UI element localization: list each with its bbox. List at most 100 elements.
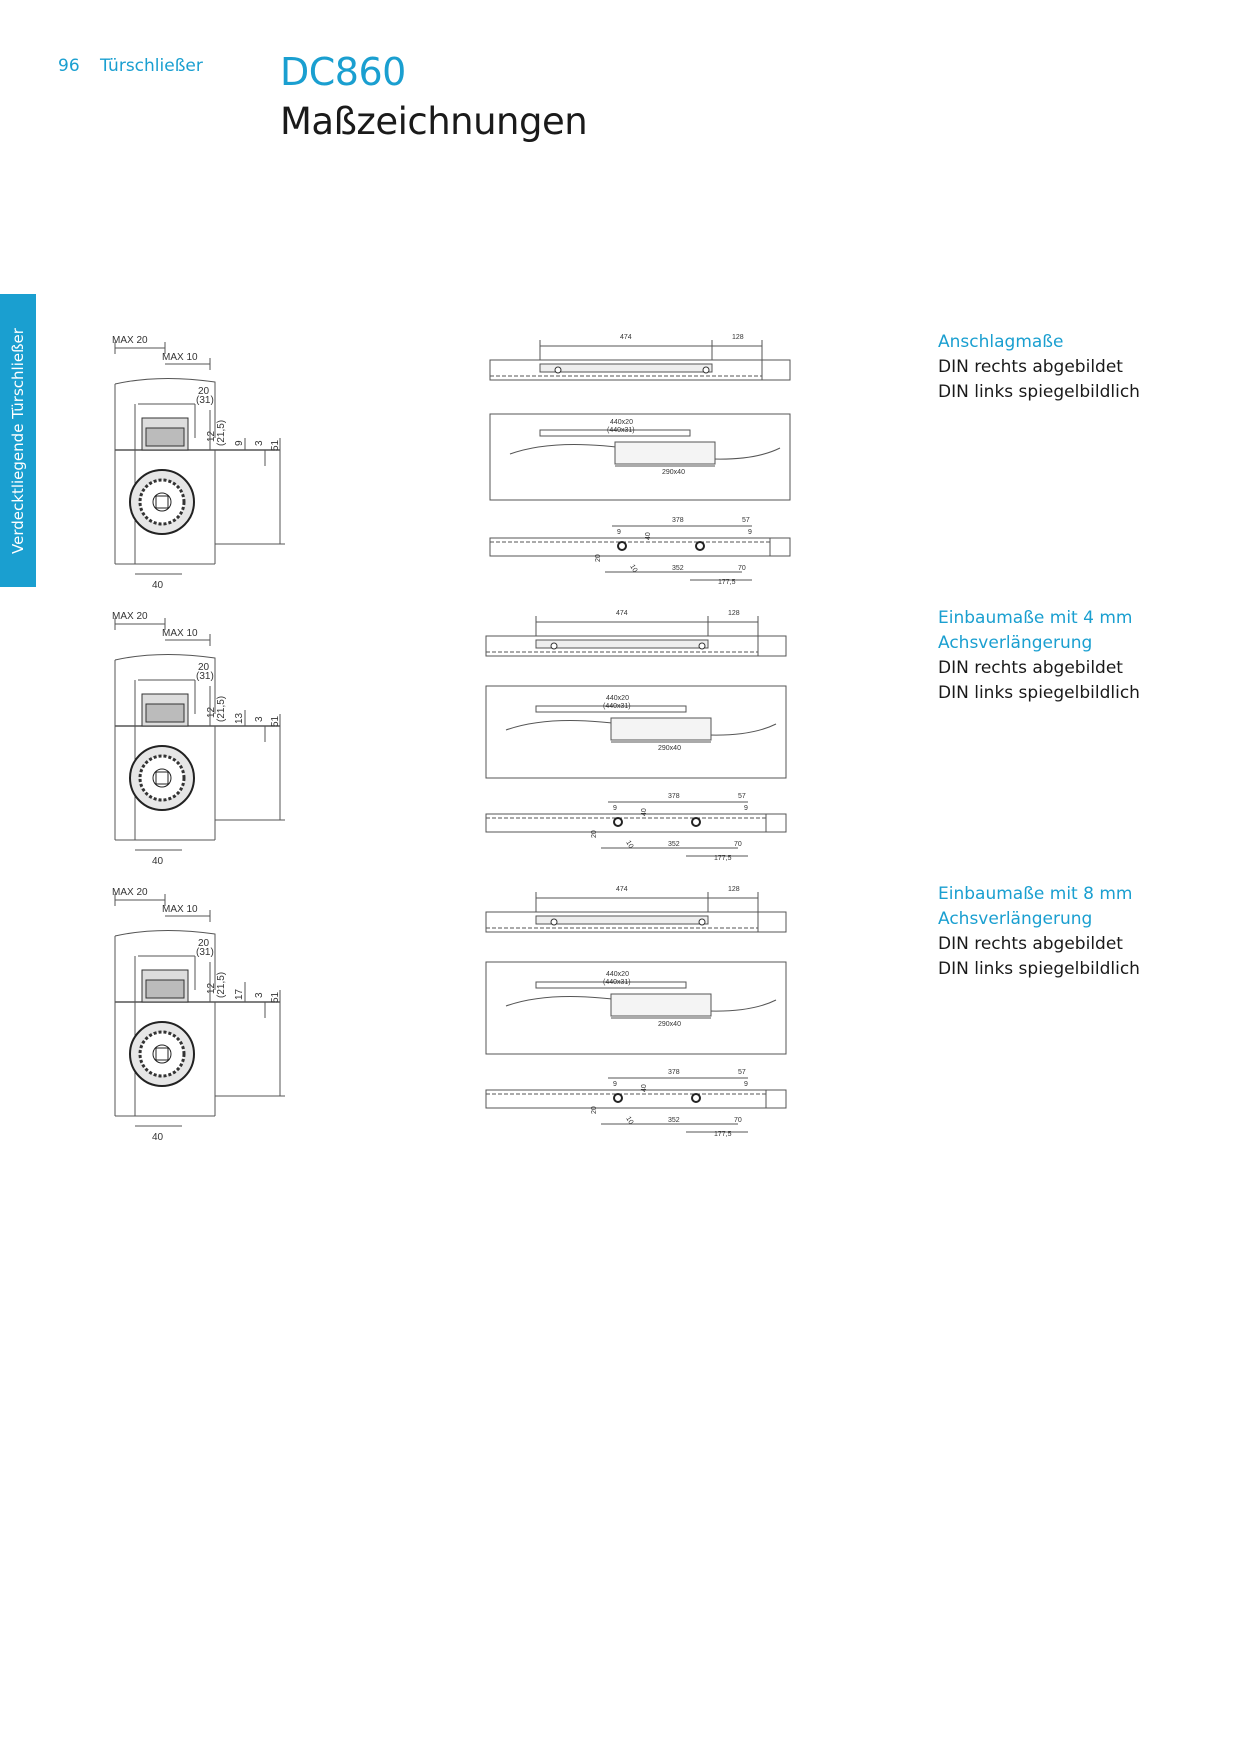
- dim-h12: 12: [206, 430, 217, 442]
- dim-width: 40: [152, 856, 164, 867]
- dim-9b: 9: [744, 805, 748, 812]
- dim-h12: 12: [206, 982, 217, 994]
- note-heading: Einbaumaße mit 8 mm: [938, 884, 1133, 904]
- dim-w20: 20: [198, 938, 210, 949]
- note-heading: Achsverlängerung: [938, 909, 1093, 929]
- dim-depth: 17: [234, 988, 245, 1000]
- dim-177: 177,5: [714, 855, 732, 862]
- section-drawing-3: MAX 20 MAX 10 20 (31) 12 (21,5) 17 3 51 …: [112, 887, 285, 1143]
- dim-10: 10: [628, 564, 638, 574]
- dim-70: 70: [734, 1117, 742, 1124]
- dim-w31: (31): [196, 947, 214, 958]
- page-number: 96: [58, 56, 80, 76]
- page-title: Maßzeichnungen: [280, 100, 588, 143]
- dim-depth: 13: [234, 712, 245, 724]
- dim-378: 378: [668, 793, 680, 800]
- dim-w31: (31): [196, 671, 214, 682]
- dim-channel-alt: (440x31): [603, 979, 631, 986]
- dim-max-outer: MAX 20: [112, 887, 148, 898]
- dim-h21: (21,5): [216, 696, 227, 722]
- side-tab-label: Verdecktliegende Türschließer: [9, 327, 27, 554]
- dim-40: 40: [645, 532, 652, 540]
- dim-57: 57: [742, 517, 750, 524]
- dim-top-right: 128: [732, 334, 744, 341]
- dim-gap: 3: [254, 716, 265, 722]
- dim-top-right: 128: [728, 610, 740, 617]
- dim-total: 51: [270, 439, 281, 451]
- note-line: DIN rechts abgebildet: [938, 934, 1123, 954]
- section-name: Türschließer: [100, 56, 203, 76]
- dim-9: 9: [617, 529, 621, 536]
- dim-352: 352: [668, 841, 680, 848]
- dim-body: 290x40: [658, 745, 681, 752]
- dim-20: 20: [595, 554, 602, 562]
- dim-378: 378: [672, 517, 684, 524]
- section-drawing-1: MAX 20 MAX 10 20 (31) 12 (21,5) 9 3 51 4…: [112, 335, 285, 591]
- dim-57: 57: [738, 793, 746, 800]
- section-drawing-2: MAX 20 MAX 10 20 (31) 12 (21,5) 13 3 51 …: [112, 611, 285, 867]
- dim-352: 352: [672, 565, 684, 572]
- dim-9b: 9: [744, 1081, 748, 1088]
- dim-57: 57: [738, 1069, 746, 1076]
- plan-drawing-1: 474 128 440x20 (440x31) 290x40 378 57 9 …: [489, 334, 791, 586]
- dim-20: 20: [591, 830, 598, 838]
- product-title: DC860: [280, 50, 406, 94]
- dim-gap: 3: [254, 440, 265, 446]
- dim-width: 40: [152, 1132, 164, 1143]
- note-line: DIN rechts abgebildet: [938, 357, 1123, 377]
- dim-70: 70: [738, 565, 746, 572]
- note-1: Anschlagmaße DIN rechts abgebildet DIN l…: [938, 330, 1228, 405]
- dim-w20: 20: [198, 386, 210, 397]
- dim-10: 10: [624, 840, 634, 850]
- dim-max-inner: MAX 10: [162, 352, 198, 363]
- dim-channel: 440x20: [610, 419, 633, 426]
- dim-9: 9: [613, 1081, 617, 1088]
- dim-body: 290x40: [658, 1021, 681, 1028]
- dim-total: 51: [270, 991, 281, 1003]
- note-3: Einbaumaße mit 8 mm Achsverlängerung DIN…: [938, 882, 1228, 982]
- dim-channel: 440x20: [606, 971, 629, 978]
- dim-w31: (31): [196, 395, 214, 406]
- dim-70: 70: [734, 841, 742, 848]
- dim-h21: (21,5): [216, 420, 227, 446]
- plan-drawing-2: 474 128 440x20 (440x31) 290x40 378 57 9 …: [485, 610, 787, 862]
- dim-total: 51: [270, 715, 281, 727]
- dim-width: 40: [152, 580, 164, 591]
- note-heading: Achsverlängerung: [938, 633, 1093, 653]
- dim-w20: 20: [198, 662, 210, 673]
- note-heading: Anschlagmaße: [938, 332, 1064, 352]
- dim-channel: 440x20: [606, 695, 629, 702]
- dim-channel-alt: (440x31): [603, 703, 631, 710]
- dim-177: 177,5: [714, 1131, 732, 1138]
- dim-378: 378: [668, 1069, 680, 1076]
- dim-top-len: 474: [620, 334, 632, 341]
- dim-h12: 12: [206, 706, 217, 718]
- note-heading: Einbaumaße mit 4 mm: [938, 608, 1133, 628]
- dim-9: 9: [613, 805, 617, 812]
- dim-top-right: 128: [728, 886, 740, 893]
- plan-drawing-3: 474 128 440x20 (440x31) 290x40 378 57 9 …: [485, 886, 787, 1138]
- dim-max-outer: MAX 20: [112, 611, 148, 622]
- dim-gap: 3: [254, 992, 265, 998]
- dim-h21: (21,5): [216, 972, 227, 998]
- dim-40: 40: [641, 808, 648, 816]
- dim-40: 40: [641, 1084, 648, 1092]
- note-line: DIN links spiegelbildlich: [938, 683, 1140, 703]
- note-line: DIN links spiegelbildlich: [938, 382, 1140, 402]
- side-tab: Verdecktliegende Türschließer: [0, 294, 36, 587]
- dim-20: 20: [591, 1106, 598, 1114]
- dim-177: 177,5: [718, 579, 736, 586]
- dim-depth: 9: [234, 440, 245, 446]
- note-line: DIN rechts abgebildet: [938, 658, 1123, 678]
- dim-top-len: 474: [616, 886, 628, 893]
- dim-10: 10: [624, 1116, 634, 1126]
- dim-body: 290x40: [662, 469, 685, 476]
- dim-max-inner: MAX 10: [162, 904, 198, 915]
- dim-9b: 9: [748, 529, 752, 536]
- dim-max-outer: MAX 20: [112, 335, 148, 346]
- dim-max-inner: MAX 10: [162, 628, 198, 639]
- note-2: Einbaumaße mit 4 mm Achsverlängerung DIN…: [938, 606, 1228, 706]
- dim-top-len: 474: [616, 610, 628, 617]
- note-line: DIN links spiegelbildlich: [938, 959, 1140, 979]
- dim-channel-alt: (440x31): [607, 427, 635, 434]
